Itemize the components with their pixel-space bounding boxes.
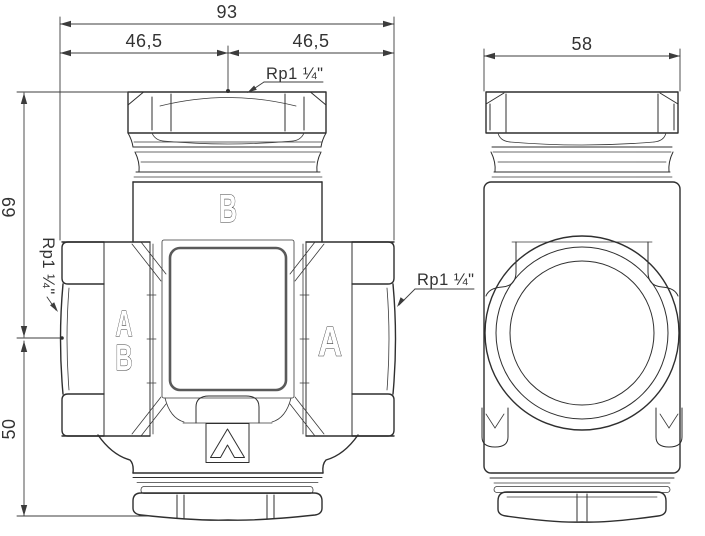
thread-left-text: Rp1 ¼" — [39, 237, 57, 294]
front-right-port: A — [299, 241, 397, 437]
front-gussets — [131, 241, 325, 437]
side-top-nut — [485, 91, 679, 146]
front-top-port — [127, 91, 327, 145]
side-bottom-ears — [481, 407, 683, 448]
dim-93-label: 93 — [216, 2, 237, 22]
dimensions: 93 46,5 46,5 Rp1 ¼" — [0, 2, 681, 517]
front-left-port: A B — [59, 241, 157, 437]
thread-top-text: Rp1 ¼" — [266, 65, 323, 83]
port-label-ab-b: B — [116, 337, 133, 378]
dim-width-total: 93 — [59, 2, 395, 241]
side-body — [481, 181, 683, 474]
thread-label-left: Rp1 ¼" — [39, 237, 58, 312]
dim-69-label: 69 — [0, 196, 19, 217]
thread-label-right: Rp1 ¼" — [397, 271, 475, 307]
thread-right-text: Rp1 ¼" — [417, 271, 474, 289]
port-label-ab-a: A — [116, 303, 133, 344]
side-view — [481, 91, 683, 523]
front-center-face — [161, 239, 295, 424]
dim-50-label: 50 — [0, 418, 19, 439]
port-label-a: A — [318, 318, 342, 365]
dim-heights: 69 50 — [0, 91, 151, 517]
side-bottom — [489, 477, 675, 523]
dim-58-label: 58 — [571, 34, 592, 54]
thread-label-top: Rp1 ¼" — [247, 65, 324, 93]
dim-46-5-left-label: 46,5 — [125, 31, 162, 51]
manufacturer-logo — [205, 423, 250, 463]
front-neck — [127, 132, 327, 243]
dim-depth: 58 — [483, 34, 681, 92]
side-neck — [490, 146, 674, 178]
front-bottom — [97, 397, 359, 521]
port-label-b: B — [219, 187, 237, 231]
dim-46-5-right-label: 46,5 — [292, 31, 329, 51]
front-view: B A B — [59, 91, 397, 521]
dim-half-widths: 46,5 46,5 — [59, 31, 395, 93]
